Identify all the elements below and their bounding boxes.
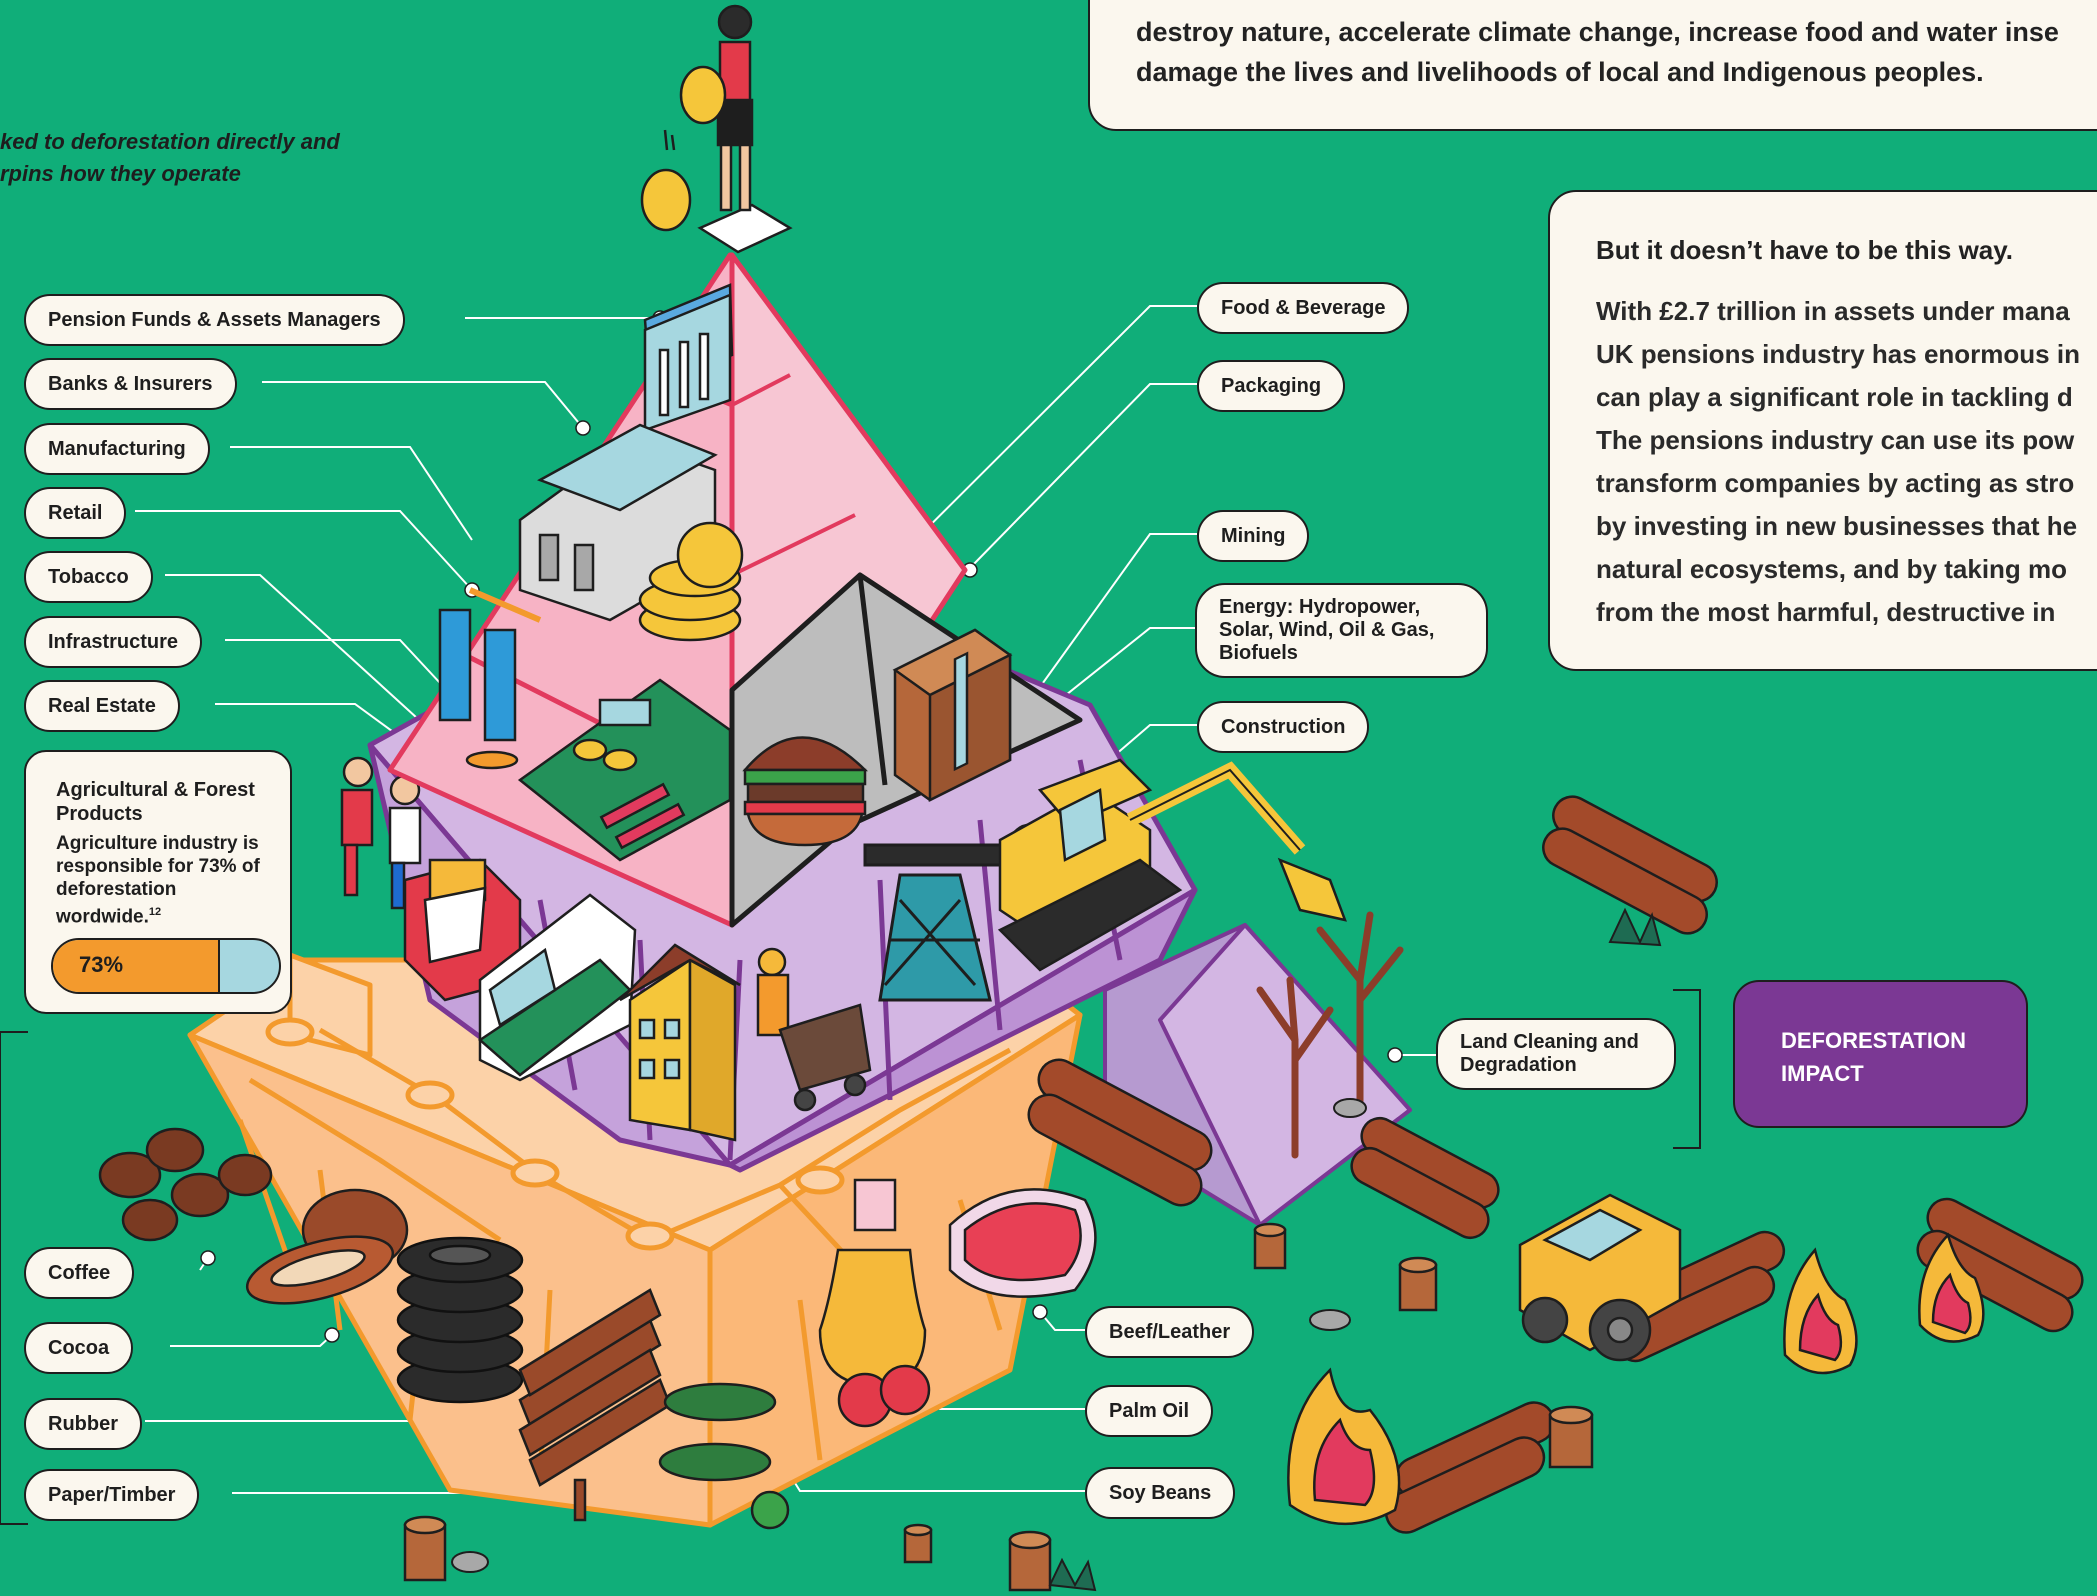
label-energy: Energy: Hydropower, Solar, Wind, Oil & G… bbox=[1195, 583, 1488, 678]
bulldozer bbox=[1518, 1193, 1682, 1362]
agri-percent-bar: 73% bbox=[51, 938, 281, 994]
shrubs-rocks bbox=[451, 907, 1662, 1592]
label-land-cleaning: Land Cleaning and Degradation bbox=[1436, 1018, 1676, 1090]
label-manufacturing: Manufacturing bbox=[24, 423, 210, 475]
impact-line-2: IMPACT bbox=[1781, 1061, 1864, 1086]
label-cocoa: Cocoa bbox=[24, 1322, 134, 1374]
side-note: ked to deforestation directly and rpins … bbox=[0, 126, 340, 190]
label-palm-oil: Palm Oil bbox=[1085, 1385, 1214, 1437]
intro-line-2: damage the lives and livelihoods of loca… bbox=[1136, 57, 1984, 87]
packaging-box bbox=[892, 628, 1013, 803]
agri-footnote: 12 bbox=[148, 906, 162, 918]
cocoa-pods bbox=[245, 1188, 409, 1305]
soy-pods bbox=[658, 1382, 790, 1530]
beef-steak bbox=[948, 1188, 1097, 1298]
intro-text-box: destroy nature, accelerate climate chang… bbox=[1088, 0, 2097, 131]
label-retail: Retail bbox=[24, 487, 127, 539]
rubber-tyres bbox=[396, 1236, 524, 1404]
coffee-beans bbox=[98, 1127, 273, 1242]
bracket-lines bbox=[0, 989, 1701, 1525]
bank-building bbox=[643, 283, 734, 432]
miner-with-cart bbox=[756, 947, 872, 1112]
burger bbox=[742, 736, 869, 847]
agri-description-text: Agriculture industry is responsible for … bbox=[56, 833, 260, 928]
base-path bbox=[248, 1017, 1012, 1262]
right-box-line: transform companies by acting as stro bbox=[1596, 468, 2075, 498]
right-box-line: UK pensions industry has enormous in bbox=[1596, 339, 2080, 369]
agri-description: Agriculture industry is responsible for … bbox=[56, 832, 260, 928]
clothing-rack bbox=[438, 587, 542, 770]
label-soy-beans: Soy Beans bbox=[1085, 1467, 1236, 1519]
side-note-line-1: ked to deforestation directly and bbox=[0, 129, 340, 154]
label-banks-insurers: Banks & Insurers bbox=[24, 358, 237, 410]
right-box-line: can play a significant role in tackling … bbox=[1596, 382, 2073, 412]
log-piles bbox=[1027, 795, 2084, 1534]
agricultural-products-box: Agricultural & Forest Products Agricultu… bbox=[24, 750, 292, 1014]
gold-coins bbox=[638, 521, 744, 642]
agri-title: Agricultural & Forest Products bbox=[56, 779, 255, 825]
label-construction: Construction bbox=[1197, 701, 1370, 753]
right-box-line: by investing in new businesses that he bbox=[1596, 511, 2078, 541]
label-pension-funds: Pension Funds & Assets Managers bbox=[24, 294, 405, 346]
label-paper-timber: Paper/Timber bbox=[24, 1469, 200, 1521]
right-box-line: natural ecosystems, and by taking mo bbox=[1596, 554, 2068, 584]
house bbox=[619, 943, 741, 1142]
label-rubber: Rubber bbox=[24, 1398, 142, 1450]
right-box-line: With £2.7 trillion in assets under mana bbox=[1596, 296, 2070, 326]
dead-trees bbox=[1256, 911, 1404, 1159]
circuit-board bbox=[517, 678, 732, 862]
label-food-beverage: Food & Beverage bbox=[1197, 282, 1410, 334]
label-infrastructure: Infrastructure bbox=[24, 616, 203, 668]
label-real-estate: Real Estate bbox=[24, 680, 180, 732]
summit-figure bbox=[640, 4, 793, 254]
agri-percent-label: 73% bbox=[79, 952, 124, 977]
label-tobacco: Tobacco bbox=[24, 551, 153, 603]
tree-stumps bbox=[403, 1222, 1594, 1592]
right-box-line: The pensions industry can use its pow bbox=[1596, 425, 2075, 455]
label-coffee: Coffee bbox=[24, 1247, 135, 1299]
label-beef-leather: Beef/Leather bbox=[1085, 1306, 1255, 1358]
cigarette-pack bbox=[403, 858, 522, 1002]
right-box-line: from the most harmful, destructive in bbox=[1596, 597, 2056, 627]
workers-figures bbox=[340, 756, 422, 910]
excavator bbox=[997, 758, 1347, 972]
right-box-heading: But it doesn’t have to be this way. bbox=[1596, 235, 2014, 265]
label-packaging: Packaging bbox=[1197, 360, 1346, 412]
timber-bench bbox=[518, 1288, 672, 1522]
label-mining: Mining bbox=[1197, 510, 1310, 562]
right-text-box: But it doesn’t have to be this way. With… bbox=[1548, 190, 2097, 671]
side-note-line-2: rpins how they operate bbox=[0, 161, 241, 186]
deforestation-impact-box: DEFORESTATION IMPACT bbox=[1733, 980, 2028, 1128]
flames bbox=[1287, 1232, 1985, 1526]
intro-line-1: destroy nature, accelerate climate chang… bbox=[1136, 17, 2059, 47]
agri-percent-fill bbox=[53, 940, 220, 992]
palm-oil-bottle bbox=[818, 1178, 931, 1428]
impact-line-1: DEFORESTATION bbox=[1781, 1028, 1966, 1053]
train bbox=[477, 893, 637, 1082]
